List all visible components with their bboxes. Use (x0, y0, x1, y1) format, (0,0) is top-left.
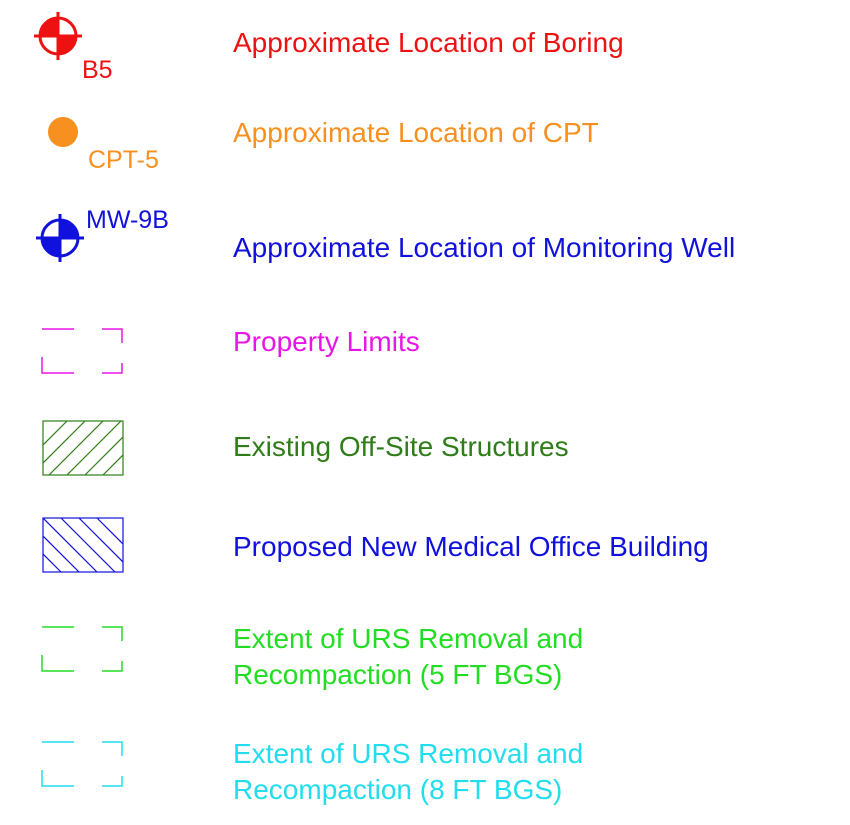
property-limits-label: Property Limits (233, 326, 420, 357)
boring-label: Approximate Location of Boring (233, 27, 624, 58)
boring-tag: B5 (82, 56, 113, 84)
urs-5ft-dashed-box-icon (41, 626, 123, 672)
property-limits-dashed-box-icon (41, 328, 123, 374)
proposed-building-label: Proposed New Medical Office Building (233, 531, 709, 562)
cpt-dot-icon (48, 117, 78, 147)
cpt-tag: CPT-5 (88, 146, 159, 174)
urs-8ft-dashed-box-icon (41, 741, 123, 787)
urs-5ft-label-line1: Extent of URS Removal and (233, 623, 584, 654)
well-label: Approximate Location of Monitoring Well (233, 232, 736, 263)
boring-symbol-icon (34, 12, 82, 60)
offsite-structures-hatch-icon (42, 420, 124, 476)
urs-8ft-label-line2: Recompaction (8 FT BGS) (233, 774, 563, 805)
offsite-structures-label: Existing Off-Site Structures (233, 431, 569, 462)
urs-8ft-label-line1: Extent of URS Removal and (233, 738, 584, 769)
urs-5ft-label-line2: Recompaction (5 FT BGS) (233, 659, 563, 690)
proposed-building-hatch-icon (42, 517, 124, 573)
well-tag: MW-9B (86, 206, 169, 234)
monitoring-well-symbol-icon (36, 214, 84, 262)
cpt-label: Approximate Location of CPT (233, 117, 599, 148)
